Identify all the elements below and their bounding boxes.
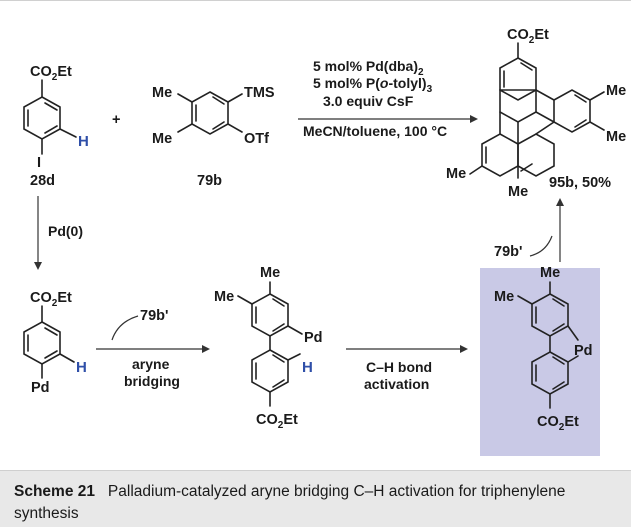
iodine-label: I <box>37 155 41 171</box>
condition-line-4: MeCN/toluene, 100 °C <box>303 123 447 139</box>
compound-28d: CO2Et H I 28d <box>23 64 89 189</box>
plus-sign: + <box>112 112 120 128</box>
int-b-me-top: Me <box>260 265 280 281</box>
h-label: H <box>78 133 89 150</box>
caption-text: Palladium-catalyzed aryne bridging C–H a… <box>14 483 566 522</box>
pc-co2et: CO2Et <box>537 414 579 433</box>
pc-pd: Pd <box>574 343 593 359</box>
scheme-caption: Scheme 21 Palladium-catalyzed aryne brid… <box>0 470 631 527</box>
product-me-1: Me <box>606 83 626 99</box>
co2et-label: CO2Et <box>30 64 72 83</box>
product-me-4: Me <box>508 184 528 200</box>
aryne-reagent-label: 79b' <box>140 308 168 324</box>
reaction-conditions: 5 mol% Pd(dba)2 5 mol% P(o-tolyl)3 3.0 e… <box>298 58 478 139</box>
caption-title: Scheme 21 <box>14 483 95 500</box>
int-b-h: H <box>302 359 313 376</box>
aryne-label-1: aryne <box>132 356 170 372</box>
product-label: 95b, 50% <box>549 175 611 191</box>
pc-me-top: Me <box>540 265 560 281</box>
compound-label-28d: 28d <box>30 173 55 189</box>
int-a-h: H <box>76 359 87 376</box>
compound-79b: Me Me TMS OTf 79b <box>152 85 275 189</box>
ch-label-2: activation <box>364 376 429 392</box>
me-label-2: Me <box>152 131 172 147</box>
intermediate-biaryl-pd: Me Me Pd H CO2Et <box>214 265 323 431</box>
intermediate-aryl-pd: CO2Et H Pd <box>23 290 87 396</box>
int-a-co2et: CO2Et <box>30 290 72 309</box>
final-reagent-label: 79b' <box>494 244 522 260</box>
product-95b: CO2Et Me Me Me Me 95b, 50% <box>446 27 626 200</box>
condition-line-2: 5 mol% P(o-tolyl)3 <box>313 75 433 95</box>
tms-label: TMS <box>244 85 275 101</box>
pd0-label: Pd(0) <box>48 223 83 239</box>
int-b-me-left: Me <box>214 289 234 305</box>
scheme-drawing: CO2Et H I 28d + Me Me TMS OTf 79b 5 mol%… <box>0 0 631 456</box>
condition-line-1: 5 mol% Pd(dba)2 <box>313 58 424 78</box>
product-co2et: CO2Et <box>507 27 549 46</box>
compound-label-79b: 79b <box>197 173 222 189</box>
me-label-1: Me <box>152 85 172 101</box>
aryne-label-2: bridging <box>124 373 180 389</box>
condition-line-3: 3.0 equiv CsF <box>323 93 414 109</box>
palladacycle: Me Me Pd CO2Et <box>494 265 593 433</box>
int-b-co2et: CO2Et <box>256 412 298 431</box>
int-b-pd: Pd <box>304 330 323 346</box>
otf-label: OTf <box>244 131 269 147</box>
product-me-3: Me <box>446 166 466 182</box>
ch-label-1: C–H bond <box>366 359 432 375</box>
pc-me-left: Me <box>494 289 514 305</box>
int-a-pd: Pd <box>31 380 50 396</box>
product-me-2: Me <box>606 129 626 145</box>
